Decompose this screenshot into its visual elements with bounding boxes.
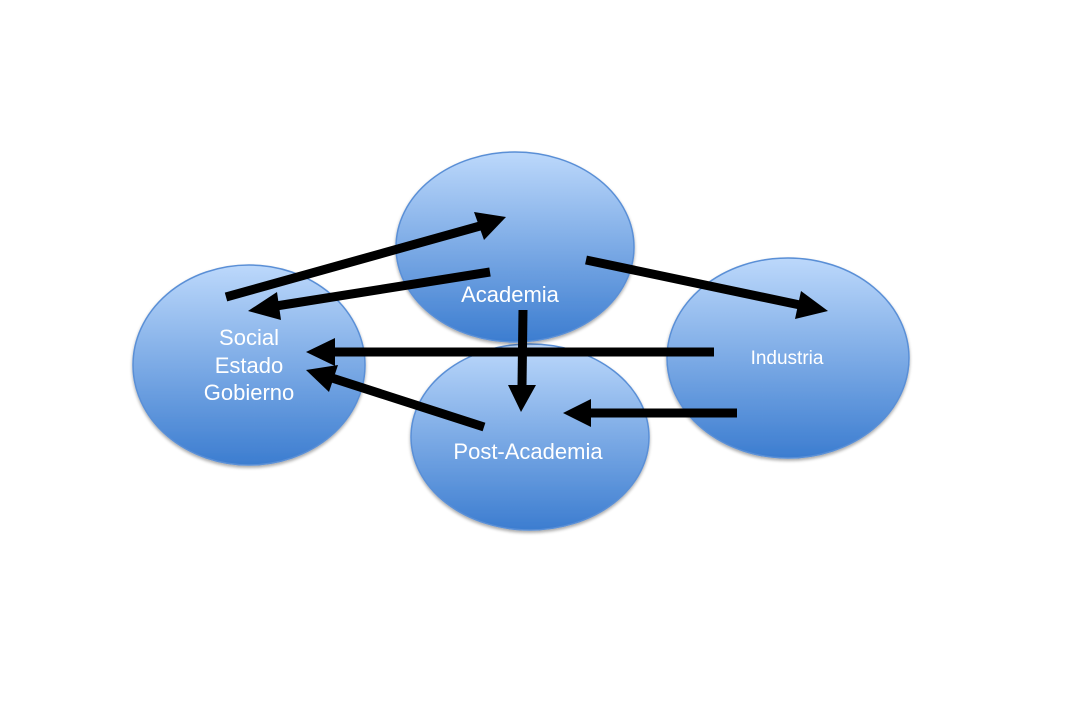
academia-label: Academia [430,281,590,309]
social-label: Social Estado Gobierno [179,324,319,407]
arrow-industria-to-social [306,338,714,366]
social-label-line-2: Estado [214,352,284,378]
node-post-academia [410,343,650,531]
industria-label: Industria [727,347,847,371]
social-label-line-1: Social [219,325,279,350]
arrow-academia-to-industria [585,255,828,319]
social-label-line-3: Gobierno [203,380,295,405]
post-academia-label: Post-Academia [428,438,628,466]
arrow-post-academia-to-social [306,365,486,432]
industria-label-text: Industria [750,348,824,369]
arrow-academia-to-social [248,267,491,320]
post-academia-label-text: Post-Academia [453,439,603,464]
node-industria [666,257,910,459]
arrow-social-to-academia [224,212,506,302]
arrows [224,212,828,432]
academia-label-text: Academia [461,282,559,307]
node-academia [395,151,635,343]
node-social [132,264,366,466]
arrow-industria-to-post-academia [563,399,737,427]
